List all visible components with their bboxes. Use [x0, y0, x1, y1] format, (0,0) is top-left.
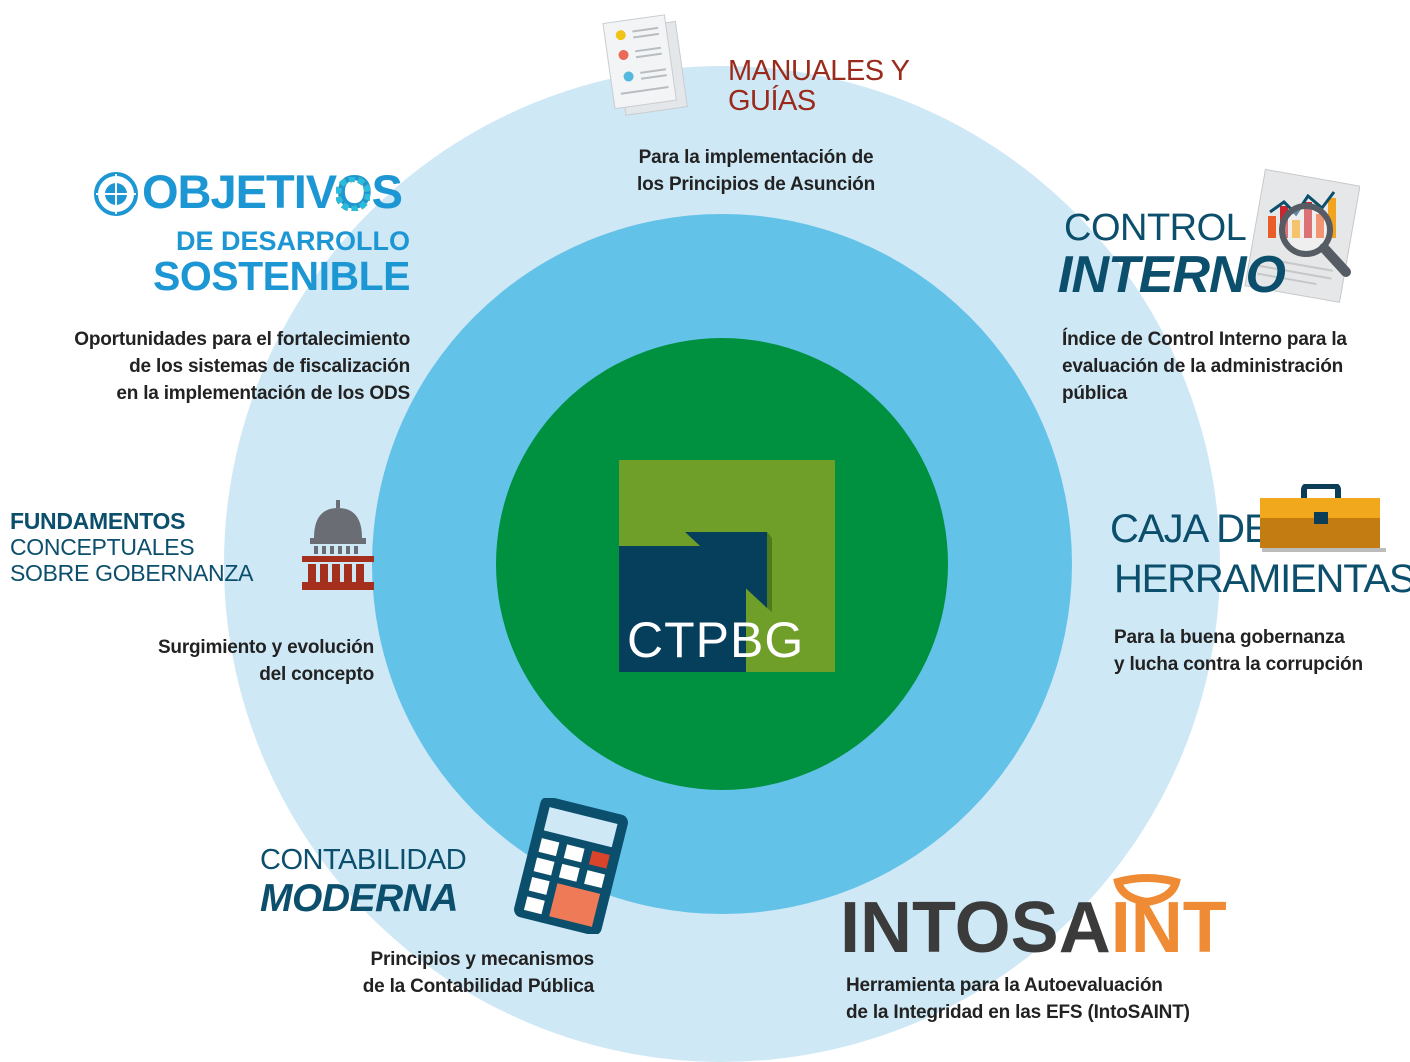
manuales-description: Para la implementación de los Principios… [560, 144, 952, 198]
ods-description: Oportunidades para el fortalecimiento de… [0, 326, 410, 407]
control-title-line1: CONTROL [1064, 207, 1247, 249]
manuales-desc-line1: Para la implementación de [638, 147, 874, 168]
sdg-wheel-icon [336, 177, 370, 211]
contabilidad-desc-line2: de la Contabilidad Pública [362, 976, 594, 997]
intosaint-halo-icon [1113, 874, 1181, 907]
control-title-line2: INTERNO [1058, 246, 1286, 304]
un-emblem-icon [94, 172, 138, 216]
intosaint-logo: INTOSAINT [840, 892, 1227, 964]
government-building-icon [302, 500, 374, 590]
contabilidad-title-line1: CONTABILIDAD [260, 844, 467, 876]
caja-desc-line2: y lucha contra la corrupción [1114, 654, 1363, 675]
logo-triangle [685, 532, 772, 612]
control-desc-line1: Índice de Control Interno para la [1062, 329, 1347, 350]
intosaint-logo-dark: INTOSA [840, 888, 1111, 968]
fundamentos-title-line3: SOBRE GOBERNANZA [10, 560, 254, 586]
manuales-title-line2: GUÍAS [728, 85, 816, 117]
intosaint-desc-line2: de la Integridad en las EFS (IntoSAINT) [846, 1002, 1190, 1023]
logo-text-bg: BG [730, 612, 805, 668]
control-description: Índice de Control Interno para la evalua… [1062, 326, 1408, 407]
manuales-title: MANUALES Y GUÍAS [728, 55, 910, 117]
ctpbg-logo: CTPBG [619, 460, 835, 672]
intosaint-desc-line1: Herramienta para la Autoevaluación [846, 975, 1163, 996]
ods-title-line1: OBJETIVOS [142, 165, 403, 218]
control-desc-line2: evaluación de la administración [1062, 356, 1344, 377]
intosaint-logo-orange: INT [1110, 888, 1227, 968]
caja-title-line2: HERRAMIENTAS [1114, 557, 1410, 601]
ods-desc-line2: de los sistemas de fiscalización [129, 356, 410, 377]
manuales-desc-line2: los Principios de Asunción [637, 174, 875, 195]
contabilidad-description: Principios y mecanismos de la Contabilid… [240, 946, 594, 1000]
ods-desc-line3: en la implementación de los ODS [116, 383, 410, 404]
toolbox-icon [1260, 484, 1386, 552]
caja-description: Para la buena gobernanza y lucha contra … [1114, 624, 1410, 678]
caja-desc-line1: Para la buena gobernanza [1114, 627, 1345, 648]
calculator-icon [514, 798, 628, 934]
fundamentos-description: Surgimiento y evolución del concepto [60, 634, 374, 688]
ods-title-line2: DE DESARROLLO [175, 226, 410, 256]
chart-magnifier-icon [1244, 168, 1360, 303]
manuales-title-line1: MANUALES Y [728, 55, 910, 87]
fundamentos-desc-line2: del concepto [259, 664, 374, 685]
ods-title-line3: SOSTENIBLE [153, 253, 410, 299]
fundamentos-title-line1: FUNDAMENTOS [10, 508, 186, 534]
contabilidad-title-line2: MODERNA [260, 877, 459, 920]
contabilidad-desc-line1: Principios y mecanismos [370, 949, 595, 970]
ods-desc-line1: Oportunidades para el fortalecimiento [74, 329, 410, 350]
fundamentos-title: FUNDAMENTOS CONCEPTUALES SOBRE GOBERNANZ… [10, 508, 253, 586]
control-desc-line3: pública [1062, 383, 1128, 404]
intosaint-description: Herramienta para la Autoevaluación de la… [846, 972, 1266, 1026]
fundamentos-desc-line1: Surgimiento y evolución [157, 637, 374, 658]
fundamentos-title-line2: CONCEPTUALES [10, 534, 195, 560]
document-list-icon [602, 14, 688, 116]
caja-title-line1: CAJA DE [1110, 507, 1271, 551]
logo-text-ctp: CTP [627, 612, 730, 668]
